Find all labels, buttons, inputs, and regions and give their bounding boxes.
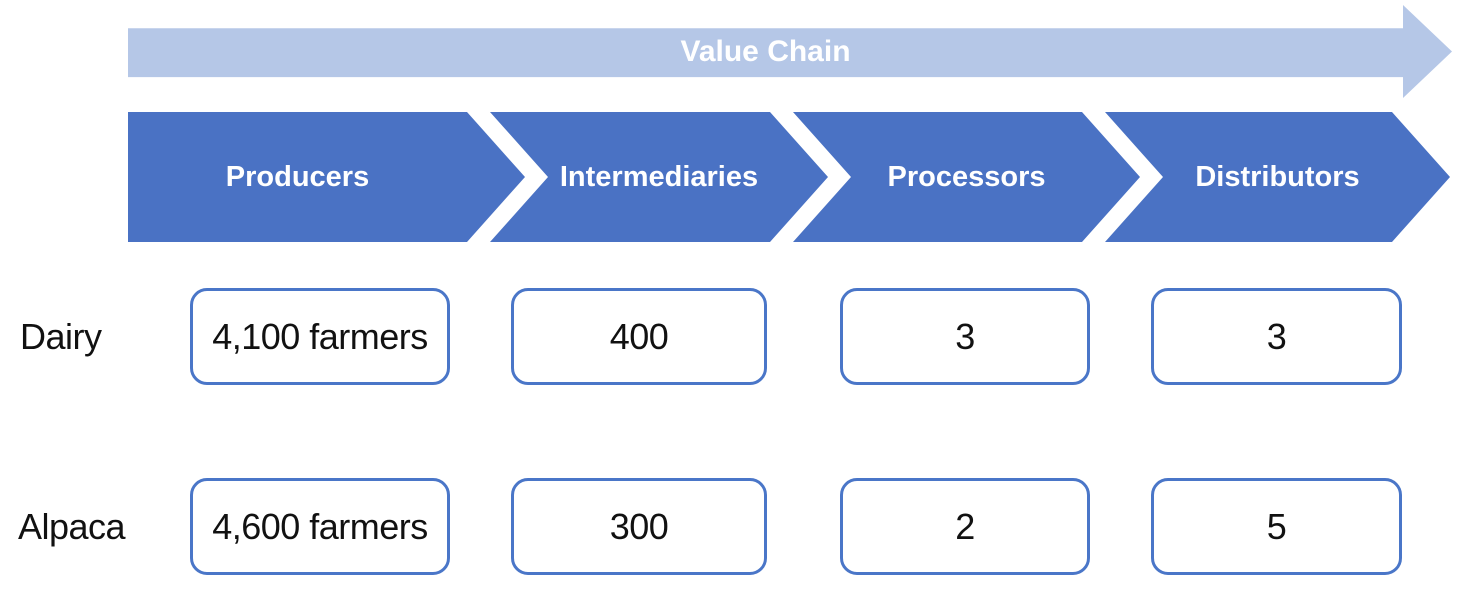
- row-label-alpaca-text: Alpaca: [18, 505, 126, 547]
- cell-value: 5: [1266, 505, 1287, 547]
- cell-dairy-distributors: 3: [1151, 288, 1402, 385]
- cell-alpaca-distributors: 5: [1151, 478, 1402, 575]
- row-label-dairy: Dairy: [20, 288, 102, 385]
- stage-label-processors: Processors: [887, 160, 1046, 193]
- stage-chevron-producers: Producers: [128, 112, 525, 242]
- stage-label-producers: Producers: [225, 160, 370, 193]
- stage-label-intermediaries: Intermediaries: [559, 160, 759, 193]
- cell-value: 300: [609, 505, 669, 547]
- cell-value: 3: [1266, 315, 1287, 357]
- cell-value: 400: [609, 315, 669, 357]
- row-label-dairy-text: Dairy: [20, 315, 102, 357]
- cell-value: 2: [955, 505, 975, 547]
- cell-alpaca-producers: 4,600 farmers: [190, 478, 450, 575]
- cell-dairy-producers: 4,100 farmers: [190, 288, 450, 385]
- cell-value: 3: [955, 315, 975, 357]
- cell-alpaca-intermediaries: 300: [511, 478, 767, 575]
- cell-value: 4,100 farmers: [212, 315, 428, 357]
- stage-chevron-intermediaries: Intermediaries: [490, 112, 828, 242]
- value-chain-arrow-label: Value Chain: [680, 34, 851, 68]
- cell-dairy-intermediaries: 400: [511, 288, 767, 385]
- stage-chevron-distributors: Distributors: [1105, 112, 1450, 242]
- cell-value: 4,600 farmers: [212, 505, 428, 547]
- cell-dairy-processors: 3: [840, 288, 1090, 385]
- row-label-alpaca: Alpaca: [18, 478, 126, 575]
- cell-alpaca-processors: 2: [840, 478, 1090, 575]
- value-chain-arrow: Value Chain: [128, 5, 1452, 98]
- stage-label-distributors: Distributors: [1195, 160, 1360, 193]
- stage-chevron-processors: Processors: [793, 112, 1140, 242]
